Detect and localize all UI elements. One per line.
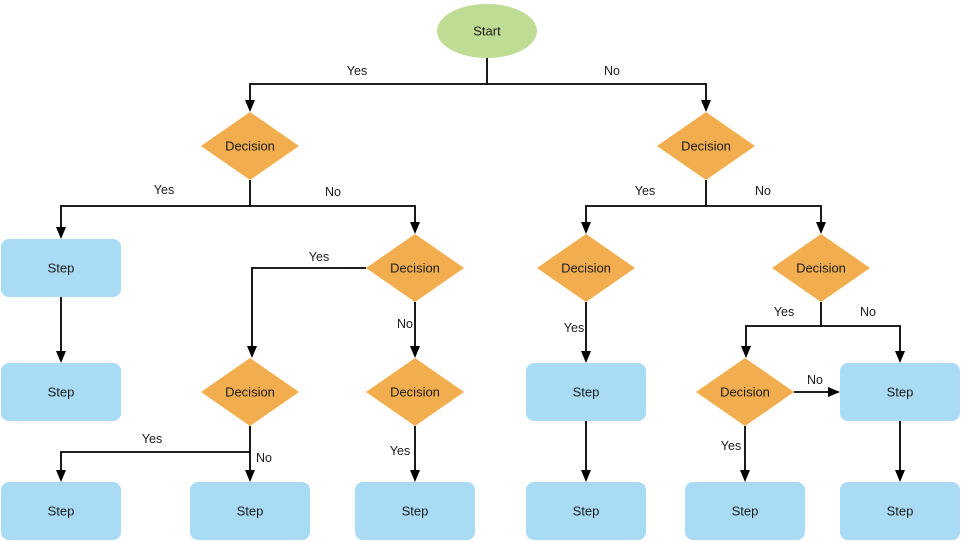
- edge-label-decision-1-no: No: [325, 185, 341, 199]
- decision-4-node[interactable]: [537, 234, 635, 302]
- step-4-label: Step: [887, 385, 914, 400]
- edges-layer: [56, 58, 905, 482]
- edge-label-decision-3-no: No: [397, 317, 413, 331]
- step-10-label: Step: [887, 504, 914, 519]
- edge-label-decision-8-no: No: [807, 373, 823, 387]
- edge-decision-6-to-step-5: [56, 426, 251, 482]
- decision-6-node[interactable]: [201, 358, 299, 426]
- step-2-node[interactable]: [1, 363, 121, 421]
- edge-decision-2-to-decision-5: [706, 205, 826, 234]
- edge-label-decision-7-yes: Yes: [390, 444, 410, 458]
- edge-label-decision-5-no: No: [860, 305, 876, 319]
- start-label: Start: [473, 24, 501, 39]
- decision-7-label: Decision: [390, 385, 440, 400]
- step-9-label: Step: [732, 504, 759, 519]
- decision-4-label: Decision: [561, 261, 611, 276]
- edge-decision-5-to-step-4: [821, 325, 905, 363]
- step-9-node[interactable]: [685, 482, 805, 540]
- decision-6-label: Decision: [225, 385, 275, 400]
- edge-label-decision-6-yes: Yes: [142, 432, 162, 446]
- edge-label-decision-4-yes: Yes: [564, 321, 584, 335]
- decision-5-label: Decision: [796, 261, 846, 276]
- step-4-node[interactable]: [840, 363, 960, 421]
- decision-2-label: Decision: [681, 139, 731, 154]
- step-5-label: Step: [48, 504, 75, 519]
- decision-2-node[interactable]: [657, 112, 755, 180]
- step-5-node[interactable]: [1, 482, 121, 540]
- edge-label-decision-2-no: No: [755, 184, 771, 198]
- edge-label-decision-5-yes: Yes: [774, 305, 794, 319]
- step-6-label: Step: [237, 504, 264, 519]
- decision-3-node[interactable]: [366, 234, 464, 302]
- edge-label-start-yes: Yes: [347, 64, 367, 78]
- edge-label-start-no: No: [604, 64, 620, 78]
- step-6-node[interactable]: [190, 482, 310, 540]
- decision-8-label: Decision: [720, 385, 770, 400]
- step-7-label: Step: [402, 504, 429, 519]
- step-7-node[interactable]: [355, 482, 475, 540]
- step-8-label: Step: [573, 504, 600, 519]
- edge-label-decision-3-yes: Yes: [309, 250, 329, 264]
- step-8-node[interactable]: [526, 482, 646, 540]
- edge-decision-2-to-decision-4: [581, 180, 707, 234]
- decision-7-node[interactable]: [366, 358, 464, 426]
- edge-start-to-decision-1: [245, 58, 488, 112]
- decision-8-node[interactable]: [696, 358, 794, 426]
- start-node[interactable]: [437, 4, 537, 58]
- edge-decision-5-to-decision-8: [741, 302, 822, 358]
- step-10-node[interactable]: [840, 482, 960, 540]
- decision-5-node[interactable]: [772, 234, 870, 302]
- edge-decision-3-to-decision-6: [247, 267, 366, 358]
- step-2-label: Step: [48, 385, 75, 400]
- edge-decision-1-to-step-1: [56, 180, 251, 239]
- edge-label-decision-2-yes: Yes: [635, 184, 655, 198]
- edge-start-to-decision-2: [487, 83, 711, 112]
- decision-1-node[interactable]: [201, 112, 299, 180]
- step-1-label: Step: [48, 261, 75, 276]
- edge-label-decision-6-no: No: [256, 451, 272, 465]
- decision-3-label: Decision: [390, 261, 440, 276]
- step-1-node[interactable]: [1, 239, 121, 297]
- edge-label-decision-1-yes: Yes: [154, 183, 174, 197]
- step-3-node[interactable]: [526, 363, 646, 421]
- edge-decision-1-to-decision-3: [250, 205, 420, 234]
- step-3-label: Step: [573, 385, 600, 400]
- decision-1-label: Decision: [225, 139, 275, 154]
- edge-label-decision-8-yes: Yes: [721, 439, 741, 453]
